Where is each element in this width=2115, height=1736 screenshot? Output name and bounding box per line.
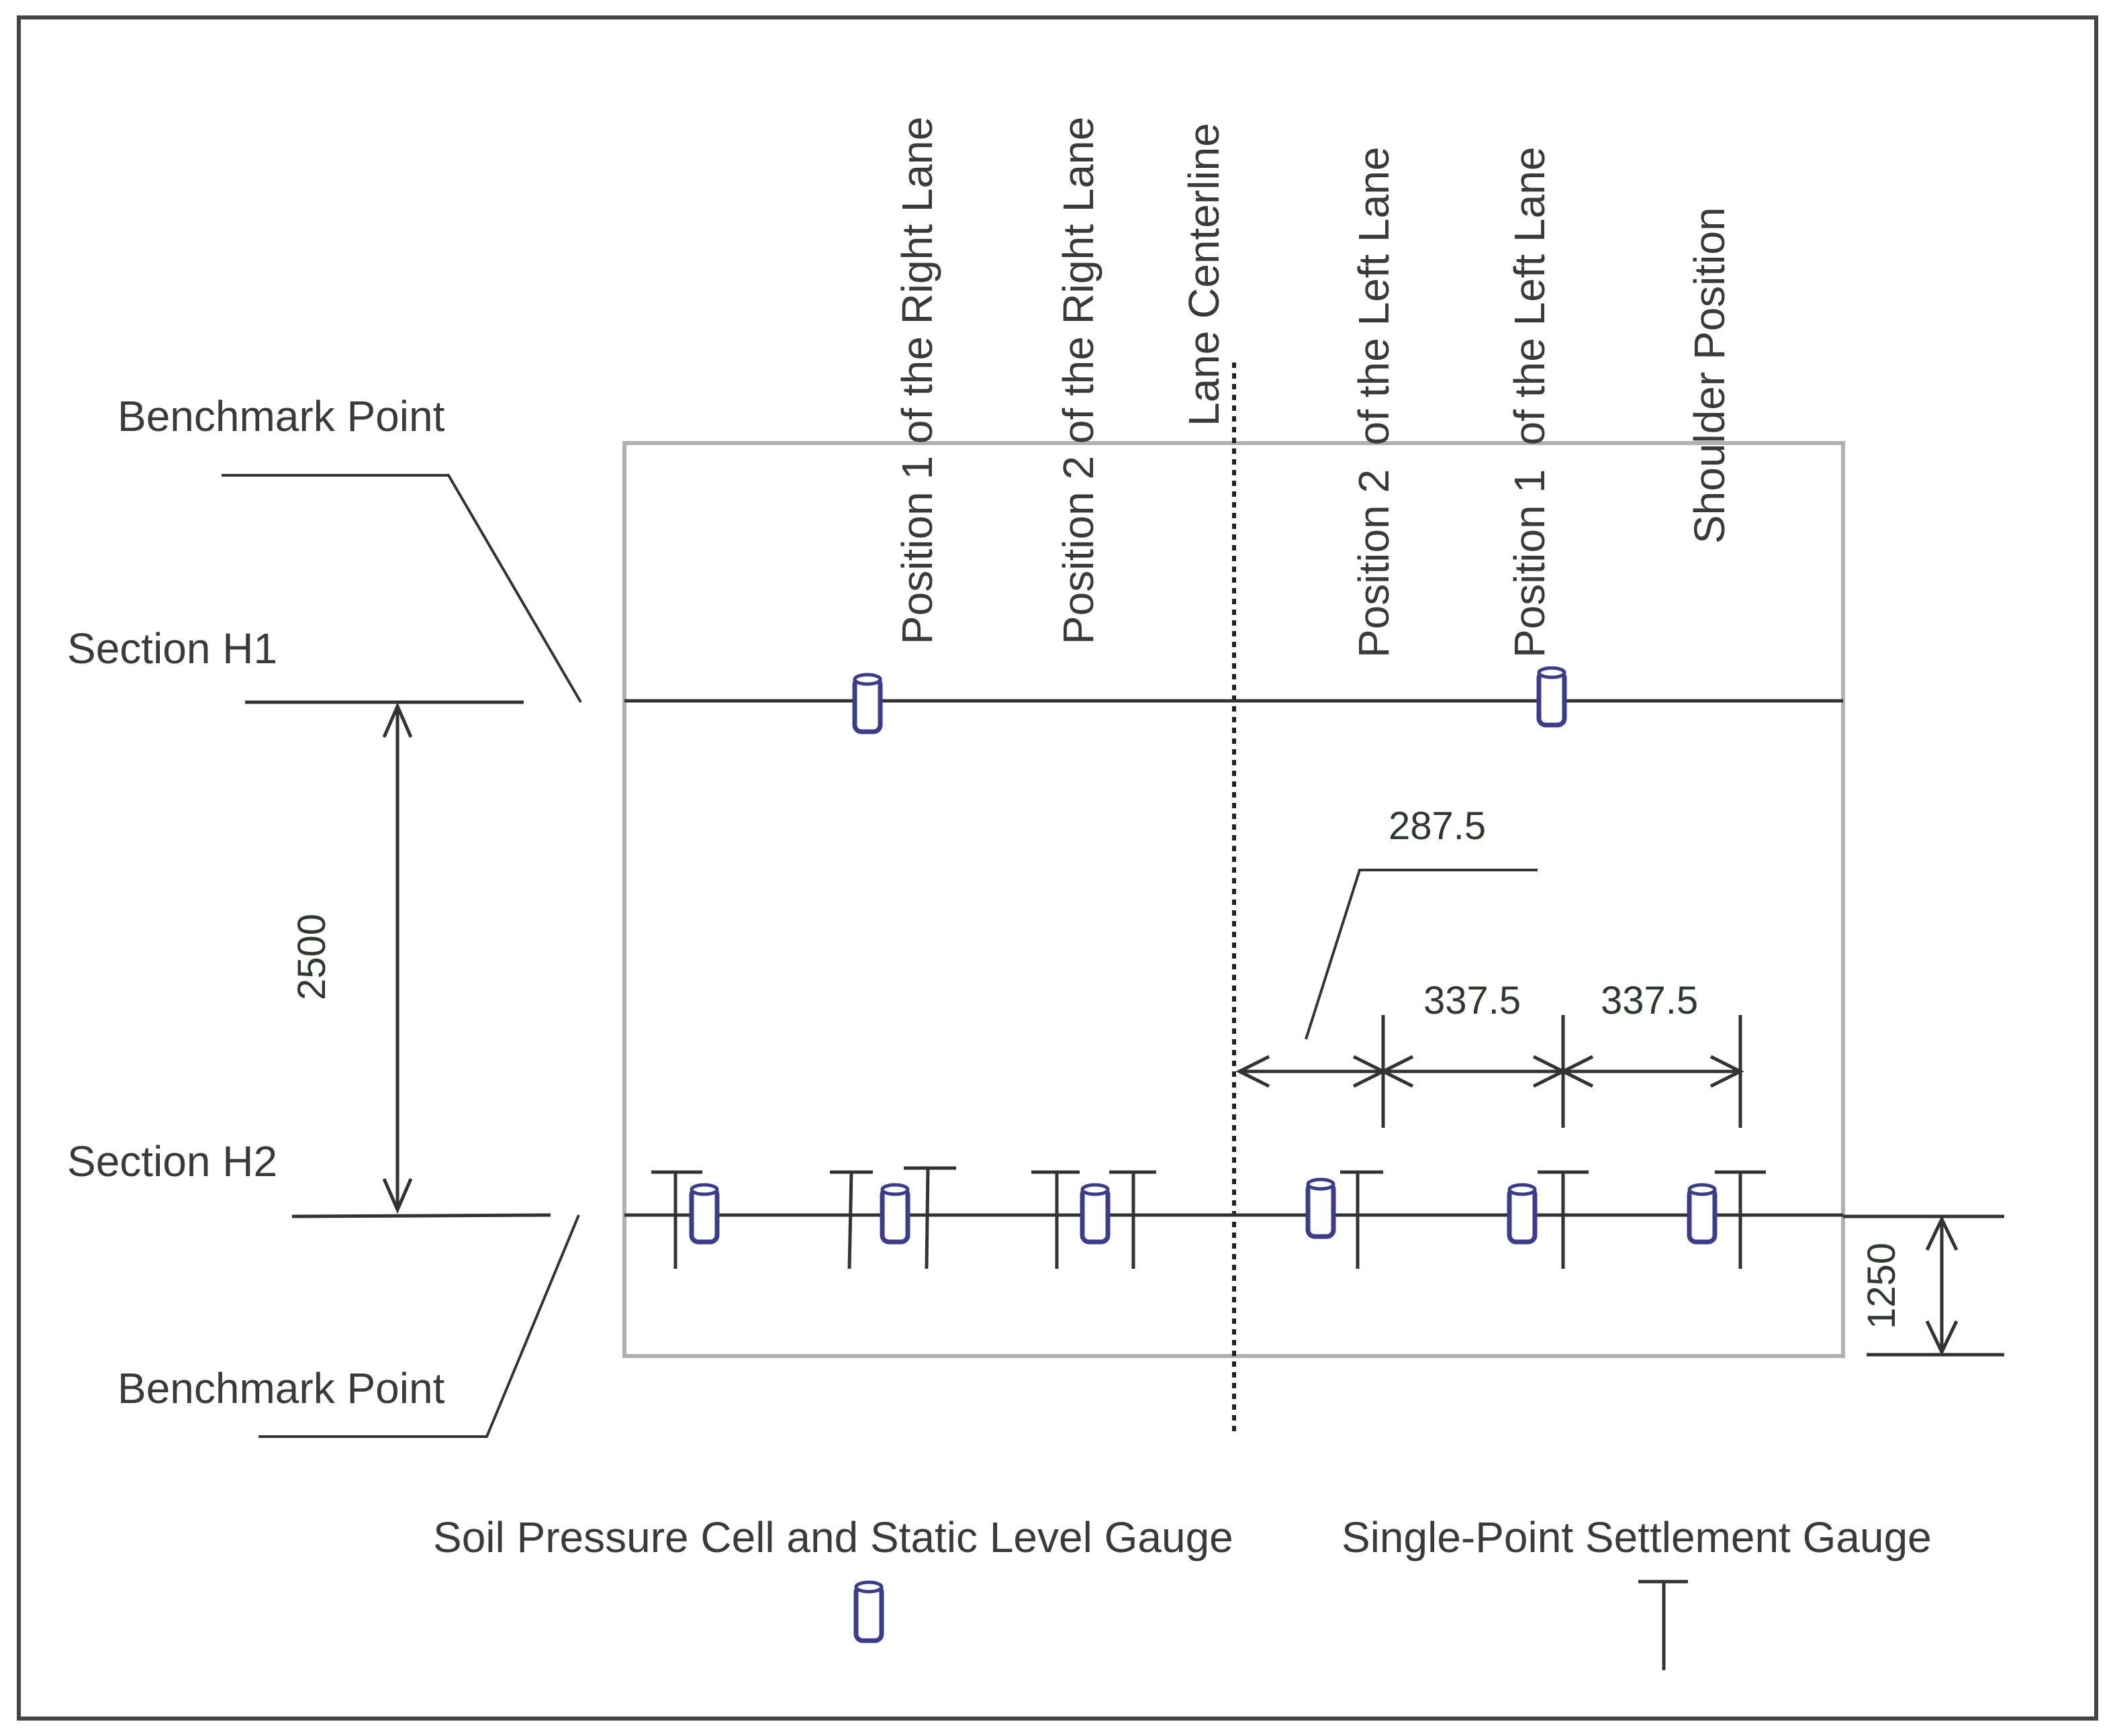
settlement-gauge (1109, 1170, 1156, 1269)
label-position-2-right-lane: Position 2 of the Right Lane (1054, 117, 1102, 644)
label-lane-centerline: Lane Centerline (1180, 123, 1228, 426)
pressure-cell (1536, 666, 1567, 728)
dim-2500-label: 2500 (290, 914, 334, 1000)
label-benchmark-top: Benchmark Point (117, 392, 445, 440)
dim-1250-arrow-bottom (1925, 1320, 1959, 1356)
label-shoulder-position: Shoulder Position (1685, 207, 1734, 544)
section-h2-extension (291, 1213, 551, 1218)
label-position-1-right-lane: Position 1 of the Right Lane (893, 117, 941, 644)
label-benchmark-bottom: Benchmark Point (117, 1364, 445, 1412)
benchmark-top-leader (222, 474, 582, 704)
pressure-cell (880, 1183, 910, 1245)
dim-337-a-arrow-left (1379, 1055, 1414, 1088)
settlement-gauge (1031, 1170, 1080, 1269)
dim-287-leader (1305, 869, 1538, 1040)
label-section-h2: Section H2 (67, 1137, 277, 1186)
dim-287-label: 287.5 (1389, 804, 1486, 848)
legend-settlement-gauge-label: Single-Point Settlement Gauge (1342, 1513, 1932, 1561)
pressure-cell (1305, 1177, 1336, 1239)
settlement-gauge (1538, 1170, 1589, 1269)
outer-frame (17, 15, 2098, 1721)
pressure-cell (1507, 1183, 1538, 1245)
legend-pressure-cell-label: Soil Pressure Cell and Static Level Gaug… (433, 1513, 1233, 1561)
dim-337-b-label: 337.5 (1601, 979, 1698, 1022)
dim-287-arrow-left (1235, 1055, 1270, 1088)
settlement-gauge (904, 1166, 956, 1269)
benchmark-bottom-leader (258, 1214, 580, 1438)
pressure-cell (852, 673, 883, 734)
pressure-cell (1687, 1183, 1718, 1245)
dim-337-b-arrow-right (1709, 1055, 1744, 1088)
settlement-gauge (651, 1170, 702, 1269)
label-position-1-left-lane: Position 1 of the Left Lane (1505, 147, 1554, 658)
label-position-2-left-lane: Position 2 of the Left Lane (1350, 147, 1398, 658)
dim-1250-label: 1250 (1860, 1243, 1903, 1329)
legend-pressure-cell-icon (853, 1580, 884, 1643)
pressure-cell (1080, 1183, 1111, 1245)
dim-2500-arrow-bottom (382, 1178, 413, 1214)
label-section-h1: Section H1 (67, 624, 277, 673)
settlement-gauge (1340, 1170, 1383, 1269)
dim-1250-arrow-top (1925, 1215, 1959, 1251)
dim-337-a-label: 337.5 (1423, 979, 1521, 1022)
pressure-cell (689, 1183, 720, 1245)
settlement-gauge (830, 1170, 873, 1269)
settlement-gauge (1715, 1170, 1766, 1269)
dim-337-b-arrow-left (1559, 1055, 1594, 1088)
legend-settlement-gauge-icon (1638, 1580, 1688, 1670)
dim-2500-arrow-top (382, 702, 413, 738)
